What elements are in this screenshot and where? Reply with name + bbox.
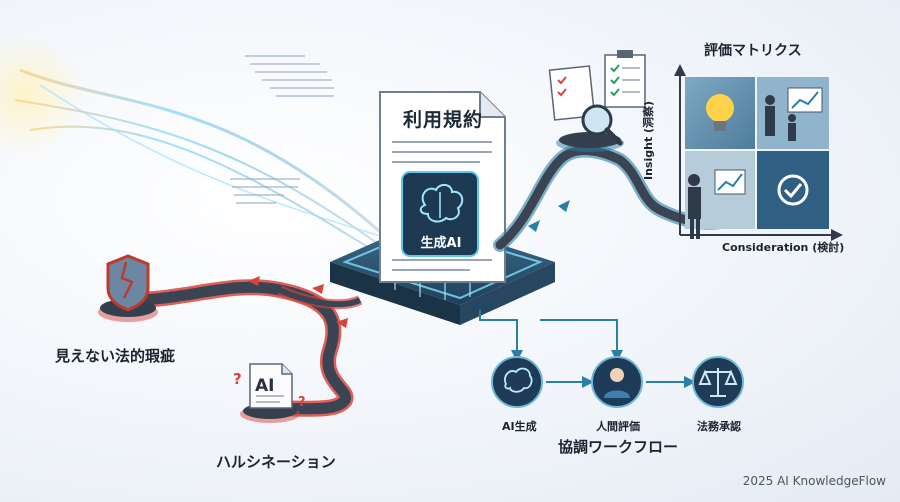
workflow-step-ai-label: AI生成 [502,420,537,433]
hallucination-label: ハルシネーション [216,453,336,471]
svg-text:?: ? [233,370,242,388]
evaluation-matrix [674,64,843,241]
matrix-title: 評価マトリクス [704,43,802,59]
generative-ai-label: 生成AI [420,236,462,251]
brain-icon [419,184,464,223]
footer-credit: 2025 AI KnowledgeFlow [742,474,886,488]
workflow-step-human-circle [591,356,643,408]
analyst-figure [688,174,701,239]
hallucination-document-icon: ? ? [233,363,306,423]
legal-defect-label: 見えない法的瑕疵 [55,347,176,365]
workflow-step-ai-circle [491,356,543,408]
workflow-step-human-label: 人間評価 [596,420,640,433]
terms-document [379,91,506,283]
scales-icon [698,368,738,397]
insight-road [493,143,729,252]
workflow-step-legal-label: 法務承認 [697,420,741,433]
matrix-y-axis-label: Insight (洞察) [642,100,655,180]
broken-shield-icon [98,254,158,322]
workflow-step-legal-circle [692,356,744,408]
document-title: 利用規約 [402,109,483,131]
checklist-icon [548,50,646,152]
lightbulb-icon [706,94,734,131]
presenter-figure [765,87,823,141]
check-circle-icon [777,174,809,206]
risk-road [122,276,363,418]
matrix-x-axis-label: Consideration (検討) [722,241,845,254]
ai-badge-label: AI [255,376,275,396]
svg-text:?: ? [298,395,306,410]
workflow-title: 協調ワークフロー [558,438,679,456]
data-stream [0,35,411,271]
workflow-connectors [479,310,696,388]
trend-chart-icon [714,169,746,195]
magnifier-icon [581,104,623,146]
